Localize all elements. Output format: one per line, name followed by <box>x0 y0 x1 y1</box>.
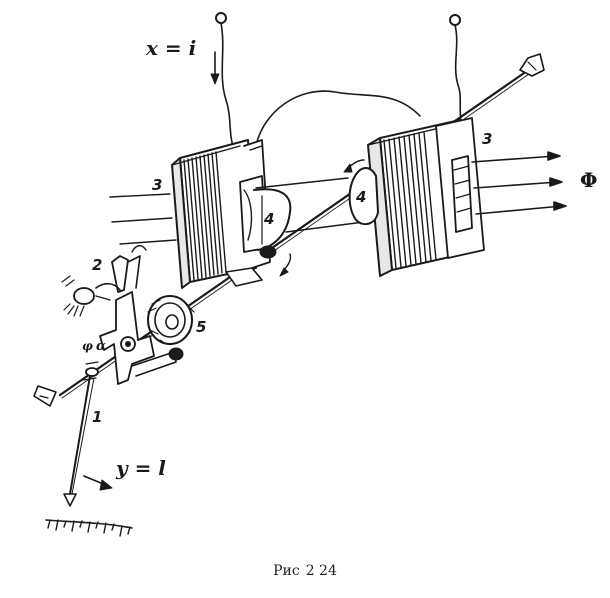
caption-prefix: Рис <box>273 563 300 579</box>
left-moving-frame <box>239 175 292 259</box>
label-frame-right: 4 <box>356 188 367 206</box>
connecting-wire <box>254 90 421 151</box>
flux-symbol-label: Φ <box>580 168 598 192</box>
label-frame-left: 4 <box>264 210 275 228</box>
right-coil-lead <box>449 14 462 123</box>
label-coil-right: 3 <box>482 130 493 148</box>
left-coil-lead <box>215 12 235 151</box>
input-variable-label: x = i <box>146 36 197 60</box>
input-arrow <box>210 51 220 85</box>
label-spring: 2 <box>92 256 103 274</box>
right-coil <box>367 117 485 277</box>
label-coil-left: 3 <box>152 176 163 194</box>
label-pointer: 1 <box>92 408 103 426</box>
label-damper: 5 <box>196 318 207 336</box>
shaft-end-upper <box>519 53 545 77</box>
output-variable-label: y = l <box>116 456 166 480</box>
scale <box>45 519 133 537</box>
flux-lines-left <box>109 177 365 245</box>
angle-symbol-label: α <box>96 339 107 354</box>
damper-disc <box>147 295 195 361</box>
pointer-needle <box>63 375 95 507</box>
output-arrow <box>83 475 113 491</box>
figure-caption: Рис 2 24 <box>0 563 610 579</box>
spring-assembly <box>61 245 147 317</box>
left-coil <box>171 139 271 289</box>
right-moving-frame <box>343 159 379 226</box>
flux-arrows-right <box>471 151 567 215</box>
phi-small-label: φ <box>82 339 93 353</box>
shaft-end-lower <box>33 385 57 407</box>
caption-number: 2 24 <box>305 563 337 579</box>
